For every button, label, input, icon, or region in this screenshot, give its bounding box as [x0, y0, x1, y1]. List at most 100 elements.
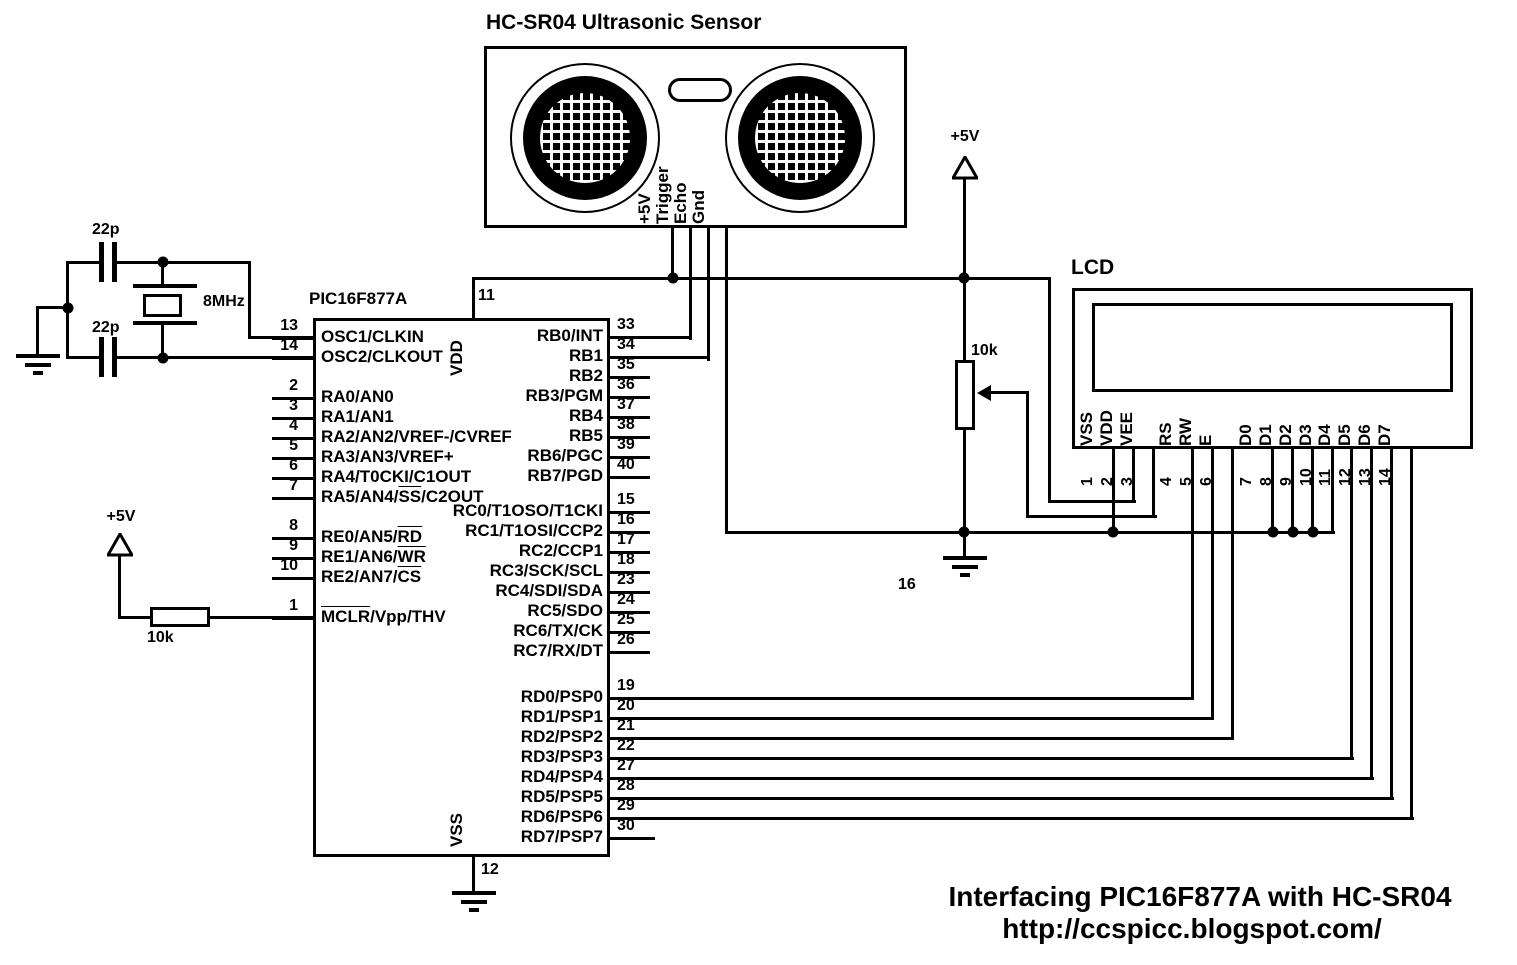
pic-pin-label: RA1/AN1: [321, 407, 394, 426]
junction-dot: [1287, 526, 1299, 538]
lcd-pin-label: D7: [1375, 424, 1394, 446]
wire: [68, 261, 101, 264]
lcd-pin-label: D2: [1276, 424, 1295, 446]
lcd-supply-label: +5V: [950, 128, 980, 145]
pin-stub: [610, 697, 1194, 700]
wire: [117, 356, 314, 359]
wire: [1048, 277, 1051, 503]
pin-number: 2: [289, 377, 298, 394]
lcd-pin-label: D4: [1315, 424, 1334, 446]
pic-pin-label: RD7/PSP7: [520, 827, 603, 846]
pin-wire: [1231, 449, 1234, 740]
pin-number: 1: [289, 597, 298, 614]
lcd-pin-label: VEE: [1117, 411, 1136, 446]
junction-dot: [1107, 526, 1119, 538]
junction-dot: [958, 272, 970, 284]
pin-number: 8: [289, 517, 298, 534]
sensor-oscillator-can: [668, 78, 732, 102]
pin-wire: [1370, 449, 1373, 780]
pic-pin-label: RC3/SCK/SCL: [489, 561, 603, 580]
lcd-pin-number: 6: [1198, 477, 1215, 486]
pin-number: 29: [617, 797, 635, 814]
wire: [112, 242, 117, 282]
pic-pin-label: RD6/PSP6: [520, 807, 603, 826]
pic-pin-label: RE2/AN7/CS: [321, 567, 422, 586]
sensor-pin-label: Trigger: [653, 166, 672, 224]
transducer-left-mesh: [540, 93, 630, 183]
pin-number: 17: [617, 531, 635, 548]
pin-stub: [610, 571, 650, 574]
pic-title: PIC16F877A: [309, 289, 408, 308]
lcd-pin-label: D0: [1236, 424, 1255, 446]
pin-number: 24: [617, 591, 635, 608]
pic-pin-label: RB7/PGD: [527, 466, 603, 485]
pin-stub: [610, 817, 1414, 820]
pin-number: 34: [617, 336, 635, 353]
lcd-pin-label: D6: [1355, 424, 1374, 446]
lcd-pin-number: 12: [1337, 468, 1354, 486]
pin-stub: [610, 396, 650, 399]
pin-number: 10: [280, 557, 298, 574]
wire: [1026, 391, 1029, 518]
pic-pin-label: RB3/PGM: [525, 386, 603, 405]
pin-number: 30: [617, 817, 635, 834]
pin-number: 7: [289, 477, 298, 494]
pin-number: 20: [617, 697, 635, 714]
overline-text: WR: [397, 547, 426, 566]
wire: [707, 228, 710, 361]
crystal-body: [143, 294, 182, 317]
pin-number: 23: [617, 571, 635, 588]
pin-stub: [610, 631, 650, 634]
cap-bottom-value: 22p: [92, 319, 120, 336]
pin-number: 14: [280, 337, 298, 354]
pin-number: 18: [617, 551, 635, 568]
sensor-pin-label: Echo: [671, 182, 690, 224]
lcd-pin-number: 3: [1119, 477, 1136, 486]
pin-stub: [610, 336, 692, 339]
pin-stub: [610, 797, 1394, 800]
pic-pin-label: RD4/PSP4: [520, 767, 603, 786]
pin-number: 38: [617, 416, 635, 433]
pic-pin-label: RB5: [568, 426, 603, 445]
wire: [472, 857, 475, 893]
pin-number: 35: [617, 356, 635, 373]
mclr-supply-label: +5V: [106, 508, 136, 525]
wire: [161, 324, 164, 358]
pic-pin-label: RB1: [568, 346, 603, 365]
lcd-pin-number: 5: [1178, 477, 1195, 486]
pin-stub: [610, 531, 650, 534]
wire: [963, 430, 966, 558]
pin-wire: [1271, 449, 1274, 534]
wire: [161, 262, 164, 286]
lcd-pin-number: 10: [1298, 468, 1315, 486]
pic16f877a-body: [313, 318, 610, 857]
pin-number: 9: [289, 537, 298, 554]
supply-arrow-icon: [107, 533, 133, 557]
crystal-value: 8MHz: [203, 293, 245, 310]
pin-number: 27: [617, 757, 635, 774]
pic-pin-label: RB0/INT: [536, 326, 603, 345]
overline-text: RD: [397, 527, 423, 546]
pot-value: 10k: [971, 342, 998, 359]
wire: [988, 391, 1029, 394]
pin-number: 15: [617, 491, 635, 508]
pin-stub: [272, 617, 314, 620]
wire: [118, 556, 121, 618]
wire: [472, 277, 1051, 280]
pin-stub: [272, 477, 314, 480]
lcd-pin-label: RW: [1176, 417, 1195, 446]
lcd-pin-number: 7: [1238, 477, 1255, 486]
wire: [118, 616, 152, 619]
caption-line1: Interfacing PIC16F877A with HC-SR04: [948, 881, 1452, 912]
pic-pin-label: RA2/AN2/VREF-/CVREF: [321, 427, 512, 446]
pin-wire: [1390, 449, 1393, 800]
pin-wire: [1350, 449, 1353, 760]
pic-pin-label: RB2: [568, 366, 603, 385]
vss-pin-number: 12: [481, 861, 499, 878]
pin-stub: [610, 436, 650, 439]
mclr-resistor-body: [150, 607, 210, 627]
lcd-pin-number: 2: [1099, 477, 1116, 486]
cap-top-value: 22p: [92, 221, 120, 238]
pic-pin-label: MCLR/Vpp/THV: [321, 607, 446, 626]
wire: [248, 261, 251, 339]
